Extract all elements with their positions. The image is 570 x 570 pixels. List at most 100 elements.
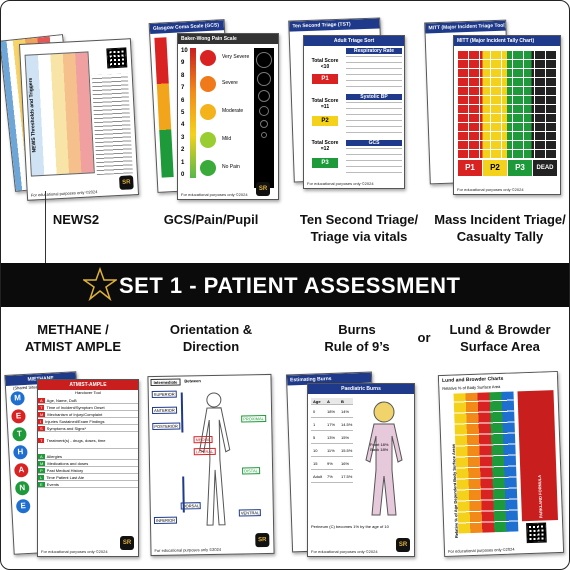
burns-table-header: Age A B	[311, 398, 353, 405]
mitt-footer: For educational purposes only ©2024	[457, 187, 524, 192]
caption-mitt: Mass Incident Triage/ Casualty Tally	[434, 212, 566, 244]
cell-a: 7%	[327, 473, 333, 479]
triage-score-label: Total Score =12	[311, 140, 339, 152]
col-header: Age	[313, 398, 321, 404]
ample-item-text: Events	[46, 481, 59, 487]
pain-number: 4	[181, 122, 185, 129]
news2-footer: For educational purposes only ©2024	[30, 189, 98, 198]
gcs-footer: For educational purposes only ©2024	[181, 192, 248, 197]
pain-label: Mild	[222, 136, 232, 142]
rr-table	[346, 56, 402, 92]
caption-triage: Ten Second Triage/ Triage via vitals	[299, 212, 419, 244]
letter-n-icon: N	[14, 480, 30, 496]
orientation-footer: For educational purposes only ©2024	[154, 546, 222, 553]
news2-qr-code	[106, 47, 128, 69]
lund-color-table	[453, 391, 519, 534]
atmist-item-text: Injuries Sustained/Exam Findings	[45, 418, 105, 424]
cell-a: 18%	[327, 408, 336, 414]
pain-number: 5	[181, 109, 185, 116]
pain-label: Severe	[222, 80, 238, 86]
caption-methane: METHANE / ATMIST AMPLE	[24, 322, 122, 354]
cell-age: 15	[313, 460, 318, 466]
pain-label: Moderate	[222, 108, 244, 114]
cell-age: 0	[313, 408, 316, 414]
sr-logo: SR	[396, 538, 410, 552]
tally-grid	[458, 50, 556, 158]
term-inferior: INFERIOR	[153, 516, 178, 525]
atmist-item-text: Age, Name, DoB	[46, 397, 77, 403]
gcs-mini-table	[346, 148, 402, 178]
pupil-dot-icon	[256, 52, 272, 68]
parkland-panel: PARKLAND FORMULA	[517, 390, 558, 522]
methane-letters: M E T H A N E	[10, 390, 31, 514]
ample-item-text: Allergies	[46, 453, 63, 459]
letter-e2-icon: E	[15, 498, 31, 514]
face-moderate-icon	[200, 104, 216, 120]
lund-footer: For educational purposes only ©2024	[447, 546, 515, 554]
cell-a: 9%	[327, 460, 333, 466]
triage-sort-card: Adult Triage Sort Total Score <10 P1 Tot…	[303, 35, 405, 189]
face-severe-icon	[200, 76, 216, 92]
mitt-header: MITT (Major Incident Triage Tool)	[425, 20, 506, 34]
triage-score-label: Total Score <10	[311, 58, 339, 70]
face-very-severe-icon	[200, 50, 216, 66]
orientation-card: Intermediate Between SUPERIOR ANTERIOR P…	[147, 373, 275, 557]
cell-b: 14.5%	[341, 421, 353, 427]
pain-number-column: 10 9 8 7 6 5 4 3 2 1 0	[181, 48, 189, 178]
atmist-subheader: Handover Tool	[75, 390, 101, 395]
pupil-dot-icon	[258, 90, 270, 102]
ample-item-text: Past Medical History	[46, 467, 84, 473]
sr-logo: SR	[120, 536, 134, 550]
atmist-item-text: Time of Incident/Symptom Onset	[46, 404, 105, 410]
letter-a-icon: A	[13, 462, 29, 478]
pain-number: 9	[181, 60, 185, 67]
ample-item-text: Time Patient Last Ate	[46, 474, 85, 480]
lund-qr-code	[526, 522, 547, 544]
cell-b: 16%	[341, 460, 350, 466]
cell-age: 10	[313, 447, 318, 453]
superior-arrow-icon	[180, 392, 184, 433]
gcs-pain-card: Baker-Wong Pain Scale 10 9 8 7 6 5 4 3 2…	[177, 33, 279, 200]
sr-logo: SR	[119, 175, 134, 190]
pain-number: 3	[181, 134, 185, 141]
pain-number: 10	[181, 48, 188, 54]
mitt-tally-header: MITT (Major Incident Tally Chart)	[454, 36, 560, 46]
tst-header: Ten Second Triage (TST)	[289, 18, 380, 32]
term-ventral: VENTRAL	[238, 509, 262, 517]
atmist-item-text: Treatment(s) - drugs, doses, time	[46, 437, 106, 443]
caption-news2: NEWS2	[52, 212, 100, 227]
gcs-mini-header: GCS	[346, 140, 402, 146]
letter-h-icon: H	[13, 444, 28, 460]
parkland-title: PARKLAND FORMULA	[536, 474, 544, 519]
pupil-dot-icon	[260, 120, 268, 128]
pain-number: 2	[181, 147, 185, 154]
col-header: B	[341, 398, 344, 404]
pain-scale-header: Baker-Wong Pain Scale	[178, 34, 278, 44]
term-superior: SUPERIOR	[151, 390, 177, 399]
letter-m-icon: M	[10, 390, 25, 406]
cell-a: 17%	[327, 421, 336, 427]
triage-sort-header: Adult Triage Sort	[304, 36, 404, 46]
caption-lund-browder: Lund & Browder Surface Area	[449, 322, 551, 354]
caption-gcs: GCS/Pain/Pupil	[163, 212, 259, 227]
atmist-footer: For educational purposes only ©2024	[41, 549, 108, 554]
star-icon	[83, 267, 117, 301]
sr-logo: SR	[256, 182, 270, 196]
term-distal: DISTAL	[242, 467, 260, 475]
priority-p1-badge: P1	[458, 160, 482, 176]
face-mild-icon	[200, 132, 216, 148]
face-no-pain-icon	[200, 160, 216, 176]
cell-b: 15%	[341, 434, 350, 440]
